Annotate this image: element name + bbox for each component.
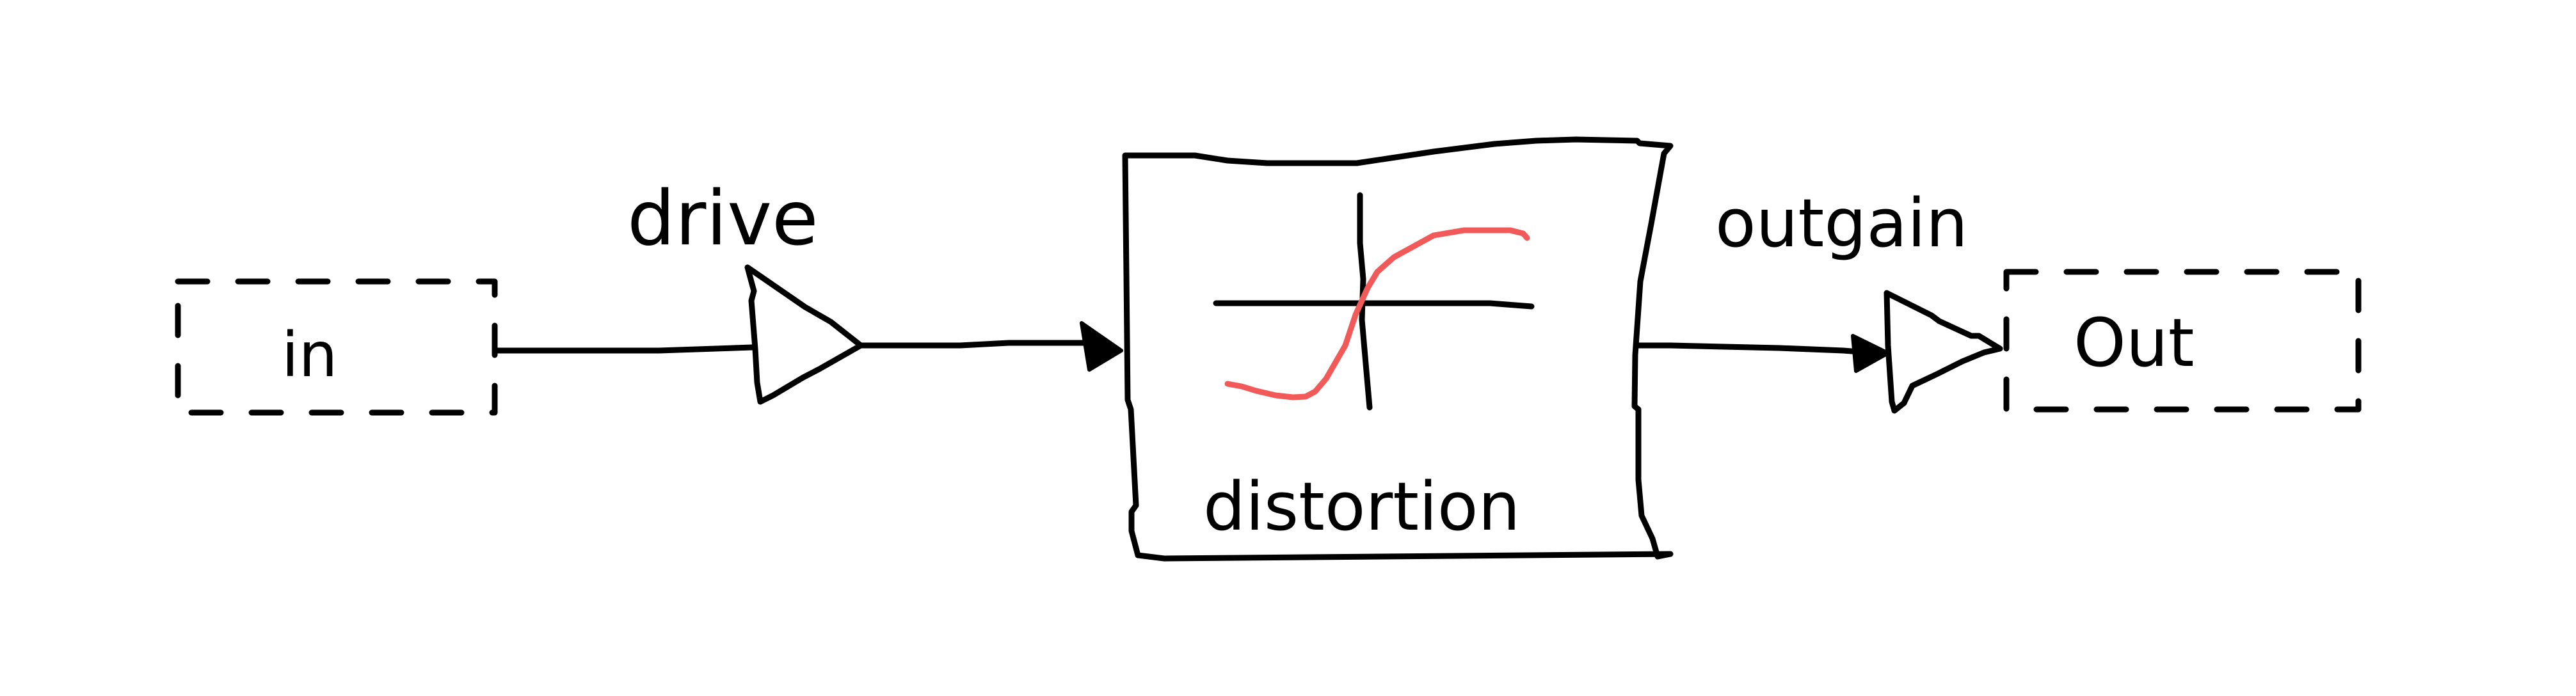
input-port-label: in <box>282 319 338 391</box>
output-port: Out <box>2003 269 2362 413</box>
transfer-plot-x-axis <box>1213 300 1535 310</box>
distortion-box-outline <box>1122 136 1674 562</box>
wire-distortion-to-outgain <box>1635 342 1888 357</box>
distortion-transfer-curve <box>1224 227 1530 400</box>
arrowhead-into-distortion <box>1080 321 1123 372</box>
distortion-block-label: distortion <box>1203 468 1520 546</box>
output-port-dashed-box <box>2003 269 2362 413</box>
drive-gain-block: drive <box>627 174 864 405</box>
outgain-block: outgain <box>1715 184 2003 414</box>
wire-drive-to-distortion <box>858 340 1120 354</box>
distortion-block: distortion <box>1122 136 1674 562</box>
input-port-dashed-box <box>175 278 498 416</box>
wire-in-to-drive <box>492 344 755 354</box>
input-port: in <box>175 278 498 416</box>
drive-gain-label: drive <box>627 174 819 262</box>
outgain-triangle <box>1884 290 2003 414</box>
drive-triangle <box>744 264 864 405</box>
output-port-label: Out <box>2074 304 2195 382</box>
outgain-label: outgain <box>1715 184 1968 262</box>
transfer-function-plot <box>1213 192 1535 411</box>
arrowhead-into-outgain <box>1851 334 1890 373</box>
